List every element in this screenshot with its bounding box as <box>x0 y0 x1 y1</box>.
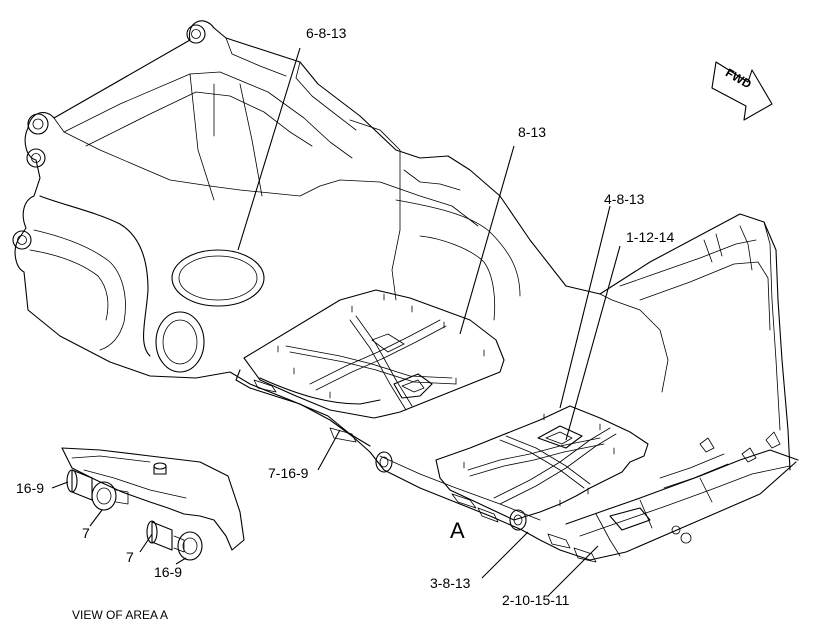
leader-lines <box>237 47 621 597</box>
callout-8-13: 8-13 <box>518 124 546 140</box>
detail-label-16-9-bottom: 16-9 <box>154 564 182 580</box>
detail-label-7-top: 7 <box>82 525 90 541</box>
detail-label-16-9-top: 16-9 <box>16 480 44 496</box>
callout-7-16-9: 7-16-9 <box>268 465 309 481</box>
callout-1-12-14: 1-12-14 <box>626 229 674 245</box>
callout-6-8-13: 6-8-13 <box>306 25 347 41</box>
detail-view <box>51 447 245 565</box>
callout-3-8-13: 3-8-13 <box>430 575 471 591</box>
frame-right <box>565 431 799 557</box>
floor-plate-lower <box>435 405 649 521</box>
callout-2-10-15-11: 2-10-15-11 <box>502 592 570 608</box>
callout-4-8-13: 4-8-13 <box>604 191 645 207</box>
fwd-arrow-icon: FWD <box>711 61 773 121</box>
detail-label-7-bottom: 7 <box>126 549 134 565</box>
fwd-label: FWD <box>723 66 754 92</box>
hardware <box>253 379 597 563</box>
floor-plate-upper <box>243 289 505 419</box>
area-marker-a: A <box>450 518 465 543</box>
main-frame <box>12 20 797 561</box>
detail-caption: VIEW OF AREA A <box>72 608 168 622</box>
